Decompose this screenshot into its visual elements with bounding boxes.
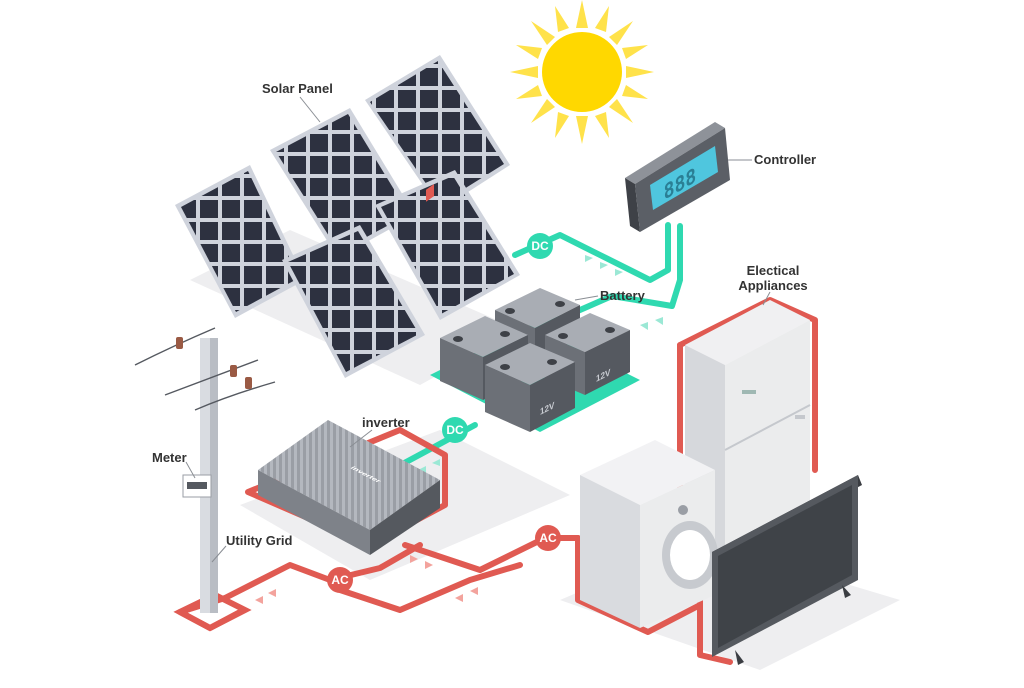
solar-panel bbox=[365, 55, 510, 210]
inverter-label: inverter bbox=[362, 415, 410, 430]
dc-badge-battery-inverter: DC bbox=[442, 417, 468, 443]
dc-badge-panel-controller: DC bbox=[527, 233, 553, 259]
electrical-appliances-label: Electical Appliances bbox=[733, 263, 813, 293]
ac-wiring bbox=[177, 297, 818, 665]
electrical-appliances-label-line2: Appliances bbox=[738, 278, 808, 293]
svg-text:AC: AC bbox=[539, 531, 557, 545]
solar-panel bbox=[175, 165, 305, 318]
battery-unit bbox=[485, 343, 575, 432]
solar-panel bbox=[282, 225, 425, 378]
meter-label: Meter bbox=[152, 450, 187, 465]
sun-icon bbox=[510, 0, 654, 144]
dc-flow-arrows bbox=[585, 255, 663, 330]
solar-panel bbox=[270, 108, 415, 258]
appliances-group bbox=[580, 300, 862, 665]
controller-label: Controller bbox=[754, 152, 817, 167]
solar-panel-label: Solar Panel bbox=[262, 81, 333, 96]
svg-text:DC: DC bbox=[446, 423, 464, 437]
washing-machine bbox=[580, 440, 718, 628]
television bbox=[712, 475, 862, 665]
solar-panel-array bbox=[175, 55, 520, 378]
dc-flow-arrows bbox=[418, 459, 440, 473]
solar-panel bbox=[375, 170, 520, 320]
battery-bank: 12V 12V bbox=[440, 288, 630, 432]
inverter-device: inverter bbox=[258, 184, 440, 555]
label-leader-lines bbox=[185, 96, 771, 563]
ac-badge-grid: AC bbox=[327, 567, 353, 593]
battery-label: Battery bbox=[600, 288, 645, 303]
svg-text:AC: AC bbox=[331, 573, 349, 587]
svg-text:DC: DC bbox=[531, 239, 549, 253]
utility-grid-label: Utility Grid bbox=[226, 533, 293, 548]
utility-pole bbox=[134, 327, 276, 632]
charge-controller: 888 bbox=[625, 122, 730, 232]
electrical-appliances-label-line1: Electical bbox=[746, 263, 800, 278]
ac-badge-inverter-appliances: AC bbox=[535, 525, 561, 551]
ac-flow-arrows bbox=[255, 555, 478, 604]
